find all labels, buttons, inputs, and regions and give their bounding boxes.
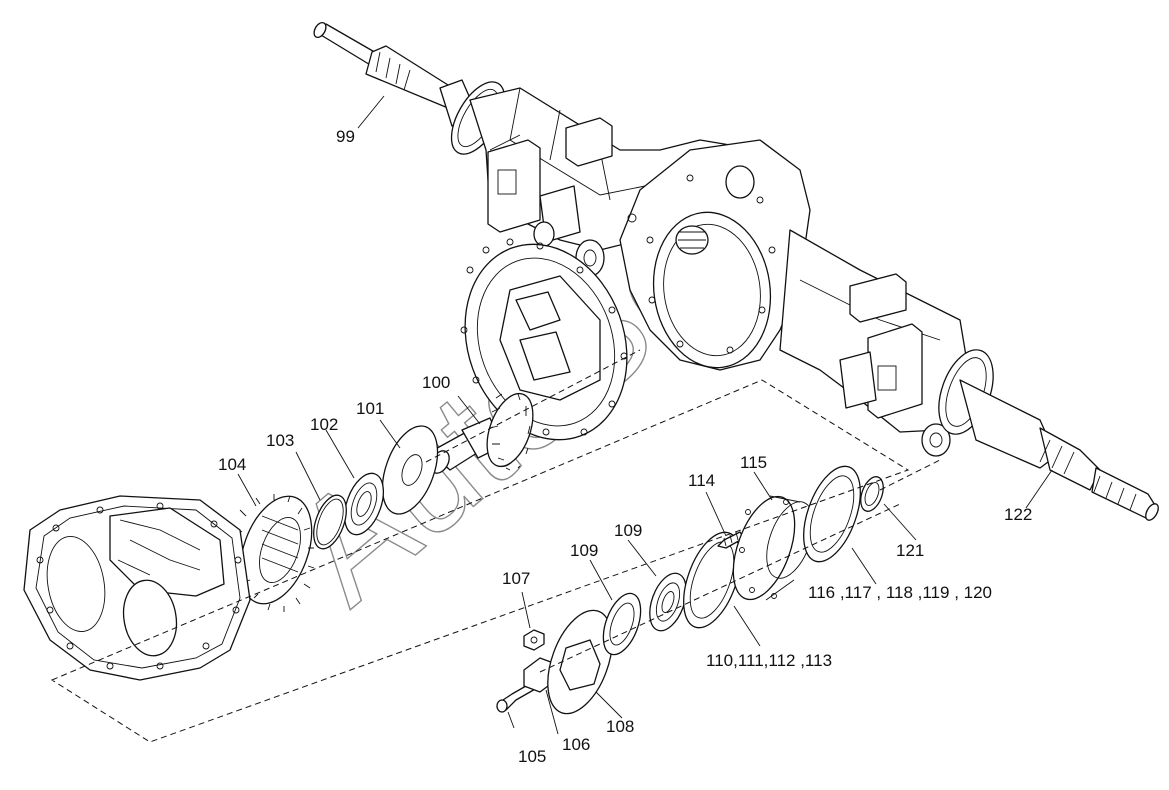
callout-121: 121: [896, 541, 924, 560]
callout-105: 105: [518, 747, 546, 766]
callout-115: 115: [740, 453, 767, 472]
axle-housing: [313, 21, 994, 457]
callout-109-a: 109: [570, 541, 598, 560]
callout-107: 107: [502, 569, 530, 588]
callout-108: 108: [606, 717, 634, 736]
callout-101: 101: [356, 399, 384, 418]
part-103-snap-ring: [313, 494, 347, 550]
callout-109-b: 109: [614, 521, 642, 540]
carrier-flange: [460, 238, 628, 441]
callout-100: 100: [422, 373, 450, 392]
callout-110-113: 110,111,112 ,113: [706, 651, 832, 670]
part-110-shim: [683, 531, 741, 629]
callout-102: 102: [310, 415, 338, 434]
part-102-bearing: [343, 472, 385, 536]
callout-122: 122: [1004, 505, 1032, 524]
part-121-seal: [860, 476, 884, 512]
part-116-shim-pack: [803, 465, 861, 563]
callout-99: 99: [336, 127, 355, 146]
right-axle-shaft: [959, 379, 1159, 521]
part-101-washer: [381, 425, 439, 515]
callouts: 99 100 101 102 103 104 105 106 107 108 1…: [218, 127, 1032, 766]
part-107-nut: [523, 629, 545, 651]
assembly-boundary: [50, 379, 910, 743]
part-109-bearing-a: [602, 592, 642, 656]
callout-104: 104: [218, 455, 246, 474]
part-104-gear: [235, 494, 315, 612]
callout-106: 106: [562, 735, 590, 754]
callout-116-120: 116 ,117 , 118 ,119 , 120: [808, 583, 992, 602]
callout-103: 103: [266, 431, 294, 450]
differential-cover: [23, 495, 251, 681]
leader-lines: [237, 95, 1053, 735]
callout-114: 114: [688, 471, 715, 490]
part-108-lock-plate: [547, 609, 613, 715]
